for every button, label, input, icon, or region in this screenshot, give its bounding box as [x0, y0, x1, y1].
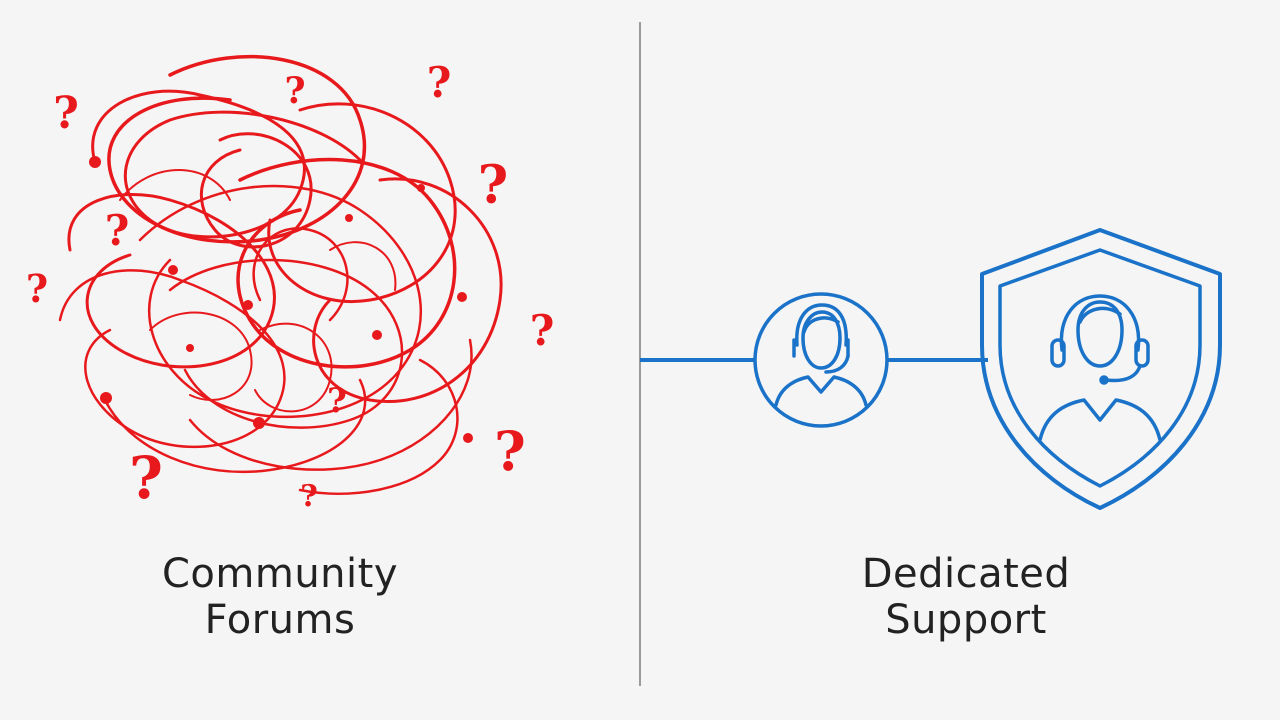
scribble-dot [100, 392, 112, 404]
scribble-dot [186, 344, 194, 352]
dedicated-support-label: Dedicated Support [766, 551, 1166, 643]
question-mark: ? [53, 88, 79, 139]
question-mark: ? [129, 444, 163, 512]
question-mark: ? [530, 306, 555, 355]
scribble-dot [243, 300, 253, 310]
question-mark: ? [478, 155, 508, 216]
community-forums-label-line2: Forums [204, 597, 356, 643]
scribble-dot [253, 417, 265, 429]
question-mark: ? [427, 58, 452, 107]
scribble-dot [457, 292, 467, 302]
dedicated-support-label-line2: Support [885, 597, 1047, 643]
scribble-dot [168, 265, 178, 275]
scribble-dot [417, 184, 425, 192]
community-forums-label-line1: Community [161, 551, 398, 597]
scribble-dot [345, 214, 353, 222]
community-forums-label: Community Forums [80, 551, 480, 643]
shield-agent-icon [980, 228, 1222, 510]
question-marks: ? ? ? ? ? ? ? ? ? ? ? [26, 58, 554, 514]
question-mark: ? [284, 70, 305, 112]
question-mark: ? [26, 266, 48, 311]
scribble-dot [89, 156, 101, 168]
scribble-dots [89, 156, 473, 443]
question-mark: ? [300, 479, 318, 514]
support-agent-circle-icon [753, 292, 889, 428]
scribble-dot [372, 330, 382, 340]
dedicated-support-label-line1: Dedicated [861, 551, 1071, 597]
question-mark: ? [105, 206, 130, 255]
question-mark: ? [494, 419, 526, 483]
question-mark: ? [327, 381, 347, 421]
tangled-scribble-icon [58, 54, 503, 495]
scribble-dot [463, 433, 473, 443]
